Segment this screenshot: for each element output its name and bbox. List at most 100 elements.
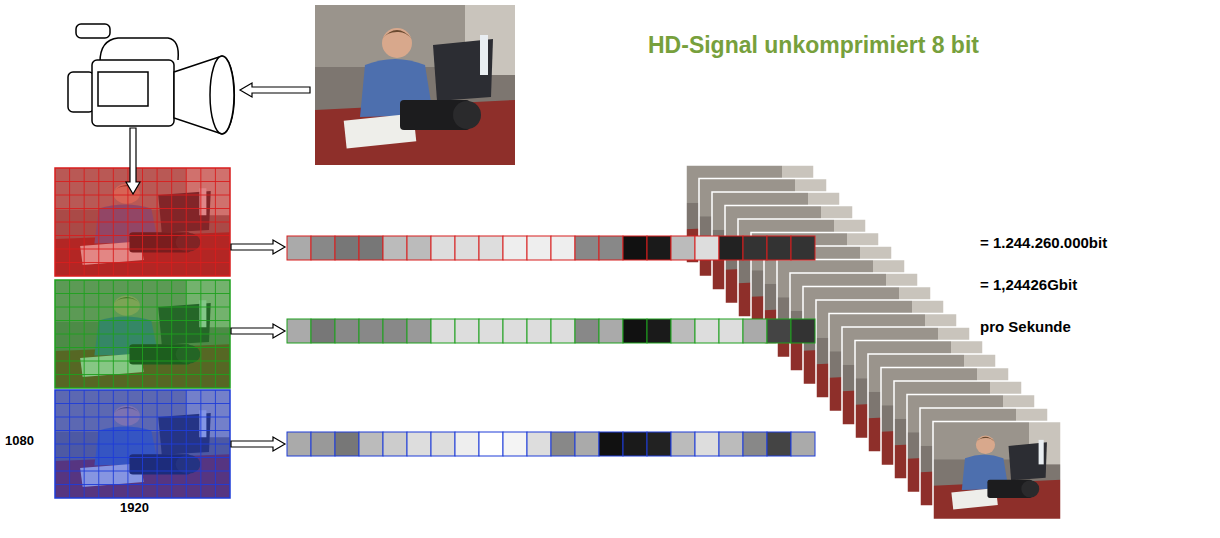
frame-photo	[933, 422, 1061, 520]
pixel-cell	[767, 236, 791, 260]
pixel-cell	[527, 432, 551, 456]
grid-border	[55, 390, 230, 498]
pixel-cell	[503, 432, 527, 456]
camera-lens-front	[210, 56, 234, 134]
channel-photo	[55, 280, 230, 388]
frame-stack	[686, 165, 1061, 520]
pixel-cell	[551, 432, 575, 456]
pixel-cell	[623, 236, 647, 260]
grid-line	[55, 293, 230, 294]
pixel-cell	[455, 236, 479, 260]
grid-border	[55, 168, 230, 276]
pixel-cell	[767, 432, 791, 456]
per-second-note: pro Sekunde	[980, 318, 1071, 336]
pixel-cell	[551, 319, 575, 343]
camera-screen	[98, 72, 148, 106]
pixel-cell	[335, 236, 359, 260]
grid-line	[55, 307, 230, 308]
height-dimension: 1080	[5, 433, 34, 449]
pixel-cell	[479, 319, 503, 343]
pixel-cell	[335, 432, 359, 456]
red-channel-grid	[55, 168, 230, 276]
grid-line	[55, 222, 230, 223]
grid-line	[55, 181, 230, 182]
red-to-strip-arrow	[231, 240, 285, 254]
pixel-cell	[431, 319, 455, 343]
pixel-cell	[311, 236, 335, 260]
pixel-cell	[335, 319, 359, 343]
channel-grids	[55, 168, 230, 498]
pixel-cell	[575, 236, 599, 260]
pixel-cell	[527, 319, 551, 343]
frame-border	[933, 422, 1061, 520]
grid-line	[55, 347, 230, 348]
pixel-cell	[647, 319, 671, 343]
video-frame	[933, 422, 1061, 520]
width-dimension: 1920	[120, 500, 149, 516]
pixel-cell	[407, 432, 431, 456]
pixel-cell	[791, 319, 815, 343]
pixel-cell	[359, 432, 383, 456]
pixel-cell	[791, 432, 815, 456]
pixel-cell	[431, 236, 455, 260]
blue-channel-grid	[55, 390, 230, 498]
pixel-cell	[599, 432, 623, 456]
grid-line	[55, 484, 230, 485]
camera-symbol	[68, 24, 234, 134]
pixel-cell	[671, 319, 695, 343]
pixel-cell	[527, 236, 551, 260]
camera-body	[92, 60, 174, 126]
green-to-strip-arrow	[231, 324, 285, 338]
hollow-arrows	[126, 128, 285, 451]
green-channel-grid	[55, 280, 230, 388]
pixel-cell	[719, 236, 743, 260]
bit-total: = 1.244.260.000bit	[980, 234, 1107, 252]
pixel-cell	[623, 432, 647, 456]
pixel-strips	[287, 236, 815, 456]
grid-line	[55, 195, 230, 196]
grid-line	[55, 361, 230, 362]
pixel-cell	[791, 236, 815, 260]
pixel-cell	[719, 319, 743, 343]
diagram-title: HD-Signal unkomprimiert 8 bit	[648, 32, 979, 60]
pixel-cell	[767, 319, 791, 343]
blue-pixel-strip	[287, 432, 815, 456]
pixel-cell	[575, 319, 599, 343]
pixel-cell	[719, 432, 743, 456]
source-photo	[315, 5, 515, 165]
channel-photo	[55, 168, 230, 276]
pixel-cell	[359, 236, 383, 260]
pixel-cell	[647, 236, 671, 260]
pixel-cell	[599, 319, 623, 343]
pixel-cell	[623, 319, 647, 343]
pixel-cell	[311, 319, 335, 343]
pixel-cell	[287, 319, 311, 343]
grid-line	[55, 208, 230, 209]
pixel-cell	[695, 432, 719, 456]
pixel-cell	[551, 236, 575, 260]
grid-line	[55, 235, 230, 236]
pixel-cell	[311, 432, 335, 456]
pixel-cell	[671, 236, 695, 260]
photo-to-camera-arrow	[240, 83, 310, 97]
grid-line	[55, 471, 230, 472]
grid-line	[55, 417, 230, 418]
channel-tint	[55, 390, 230, 498]
camera-viewfinder	[68, 72, 94, 112]
gbit-total: = 1,24426Gbit	[980, 276, 1077, 294]
grid-line	[55, 249, 230, 250]
grid-line	[55, 403, 230, 404]
pixel-cell	[479, 236, 503, 260]
pixel-cell	[695, 319, 719, 343]
pixel-cell	[743, 319, 767, 343]
channel-tint	[55, 280, 230, 388]
grid-line	[55, 262, 230, 263]
pixel-cell	[407, 319, 431, 343]
green-pixel-strip	[287, 319, 815, 343]
hollow-arrows	[240, 83, 310, 97]
pixel-cell	[383, 236, 407, 260]
pixel-cell	[455, 432, 479, 456]
grid-line	[55, 430, 230, 431]
